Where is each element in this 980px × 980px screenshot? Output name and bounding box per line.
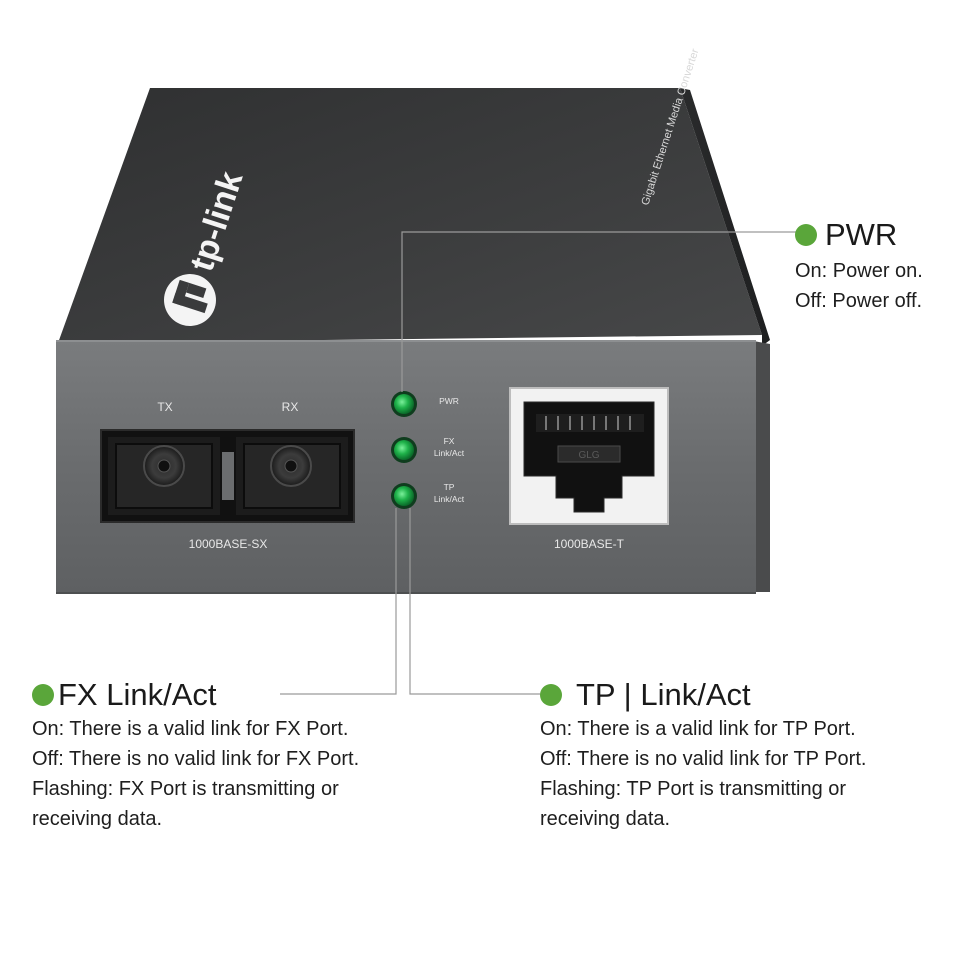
led-fx-icon [391, 437, 417, 463]
callout-fx-line: Off: There is no valid link for FX Port. [32, 748, 360, 770]
fx-leader-line [280, 508, 397, 695]
led-tp-label-line2: Link/Act [434, 494, 465, 504]
fiber-sc-port[interactable] [100, 429, 355, 523]
pwr-leader-line [401, 231, 796, 392]
device-top-surface [58, 88, 762, 343]
rj45-port-label: 1000BASE-T [554, 537, 625, 551]
callout-tp-line: Off: There is no valid link for TP Port. [540, 748, 867, 770]
tp-bullet-icon [540, 684, 562, 706]
led-pwr-label: PWR [439, 396, 459, 406]
callout-tp-line: On: There is a valid link for TP Port. [540, 718, 856, 740]
rj45-inner-text: GLG [578, 450, 599, 461]
tp-leader-line [409, 508, 540, 695]
callout-tp-title: TP | Link/Act [576, 677, 751, 712]
leader-lines [280, 231, 796, 695]
callout-tp-line: receiving data. [540, 808, 671, 830]
pwr-bullet-icon [795, 224, 817, 246]
led-fx-label-line2: Link/Act [434, 448, 465, 458]
fiber-port-label: 1000BASE-SX [189, 537, 268, 551]
callout-fx: FX Link/Act On: There is a valid link fo… [32, 678, 359, 834]
tx-label: TX [157, 400, 172, 414]
callout-fx-line: Flashing: FX Port is transmitting or [32, 778, 339, 800]
rx-label: RX [282, 400, 299, 414]
callout-fx-line: On: There is a valid link for FX Port. [32, 718, 349, 740]
led-tp-icon [391, 483, 417, 509]
led-fx-label-line1: FX [444, 436, 455, 446]
rj45-port[interactable]: GLG [509, 387, 669, 525]
device-right-side [680, 88, 770, 346]
callout-pwr: PWR On: Power on. Off: Power off. [795, 218, 923, 316]
led-tp-label-line1: TP [444, 482, 455, 492]
callout-fx-line: receiving data. [32, 808, 163, 830]
callout-tp: TP | Link/Act On: There is a valid link … [540, 678, 866, 834]
callout-pwr-line: On: Power on. [795, 260, 923, 282]
callout-pwr-title: PWR [825, 217, 898, 252]
callout-pwr-line: Off: Power off. [795, 290, 923, 312]
callout-fx-title: FX Link/Act [58, 677, 217, 712]
callout-tp-line: Flashing: TP Port is transmitting or [540, 778, 847, 800]
fx-bullet-icon [32, 684, 54, 706]
led-pwr-icon [391, 391, 417, 417]
